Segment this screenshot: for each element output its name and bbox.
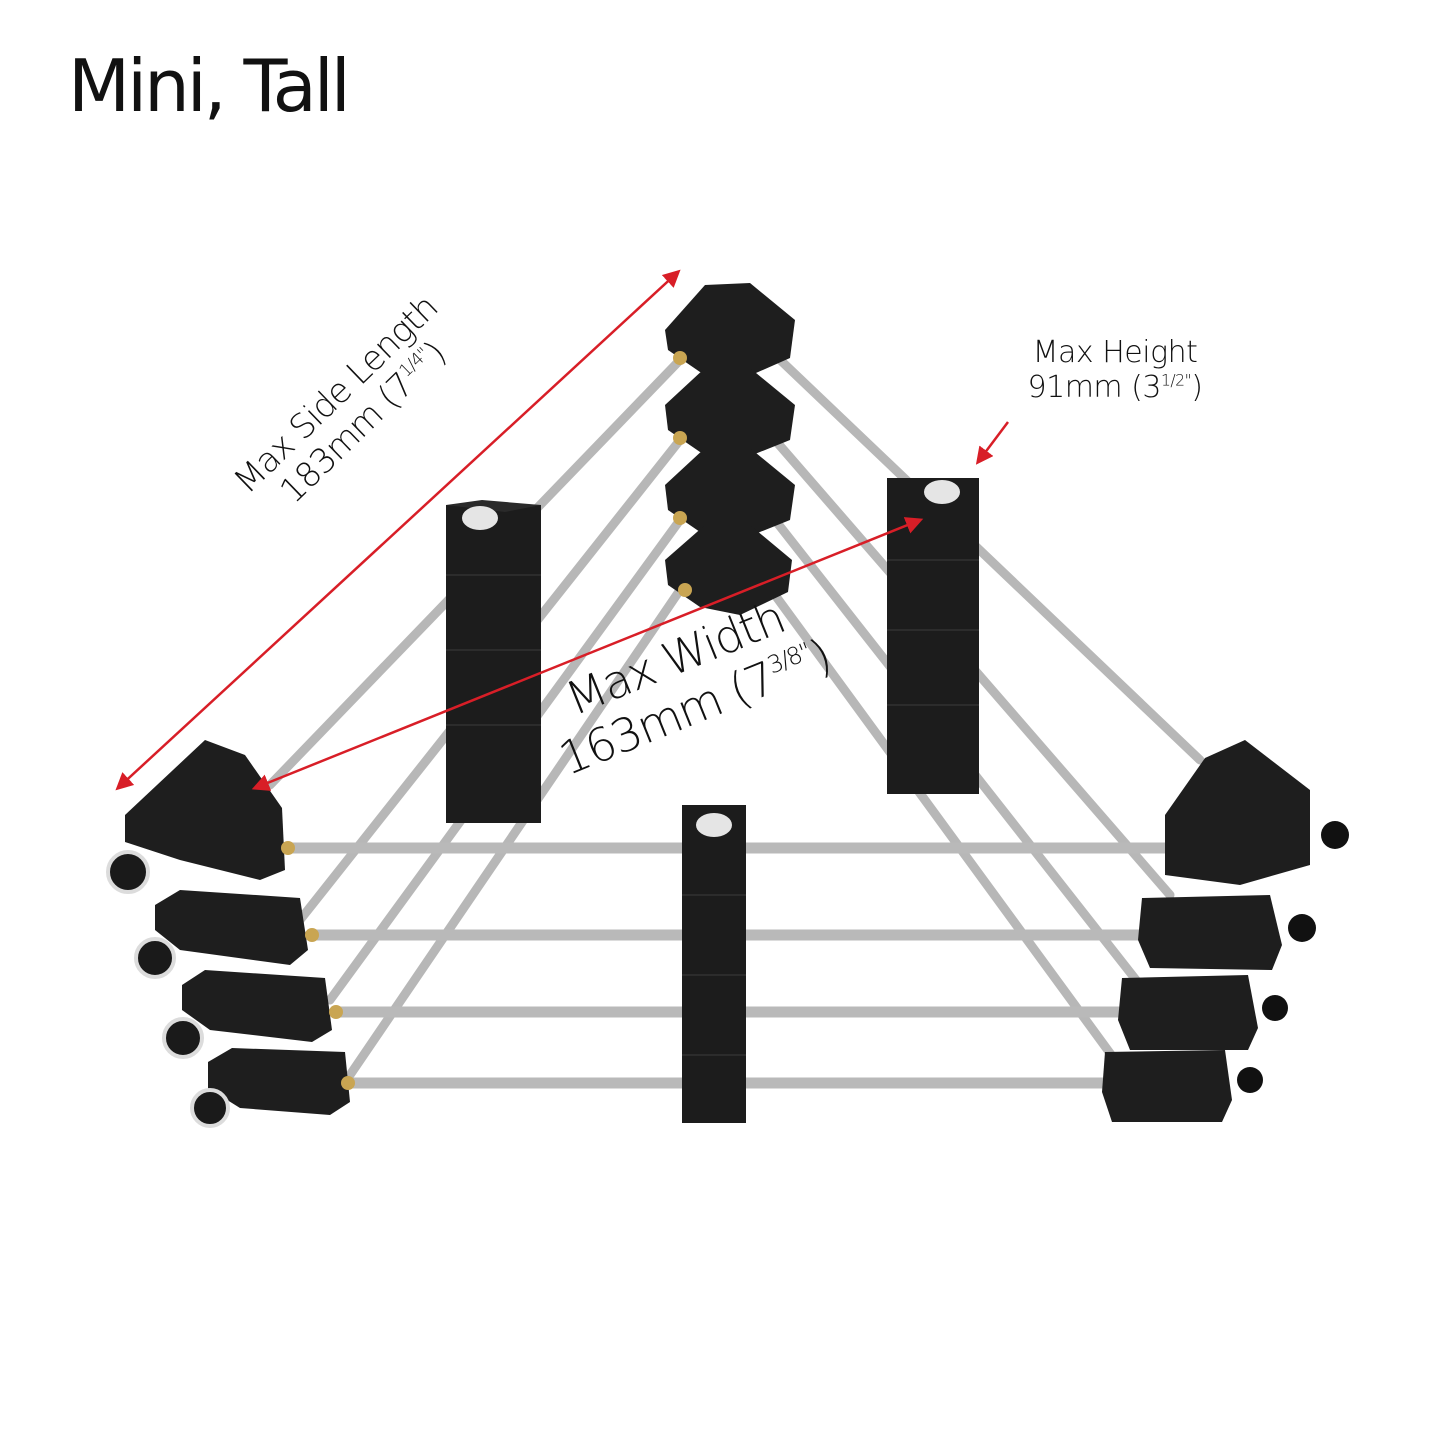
height-title: Max Height: [1032, 335, 1198, 370]
right-corner-blocks: [1102, 740, 1349, 1122]
page-title: Mini, Tall: [68, 44, 351, 128]
spacer-post-front: [682, 805, 746, 1123]
spacer-post-back-left: [446, 500, 541, 823]
rods-back-right: [770, 350, 1205, 1065]
height-arrow: [975, 421, 1009, 465]
height-value: 91mm (31/2"): [1027, 369, 1203, 405]
spacer-post-back-right: [887, 478, 979, 794]
back-corner-blocks: [665, 283, 795, 615]
height-label: Max Height 91mm (31/2"): [1010, 335, 1220, 405]
left-corner-blocks: [106, 740, 355, 1128]
width-arrow: [251, 517, 924, 791]
